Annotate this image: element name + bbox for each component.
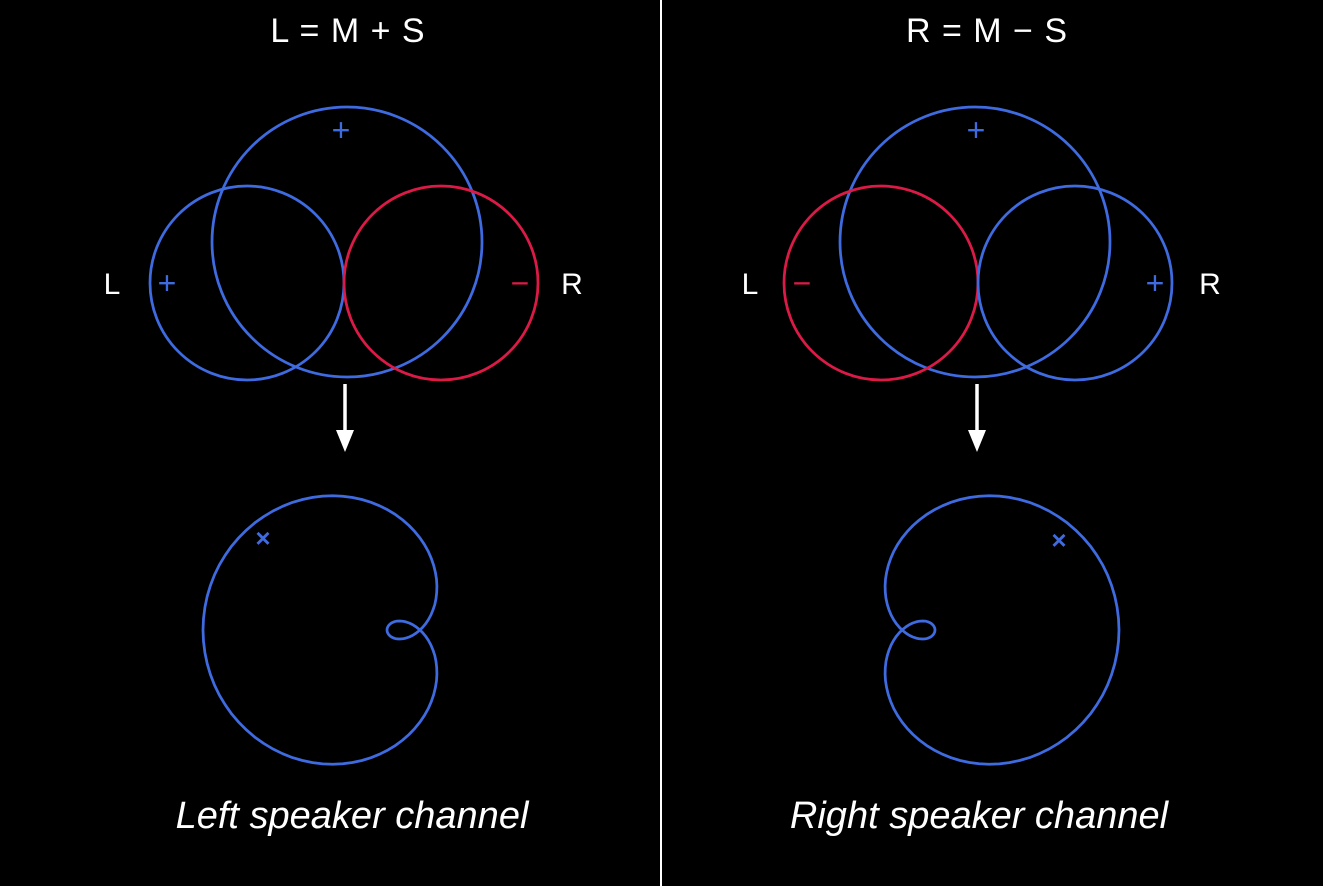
right-channel-label: R xyxy=(1199,268,1221,301)
right-lobe-polarity-sign: − xyxy=(511,265,530,301)
mid-polarity-sign: + xyxy=(332,112,351,148)
mid-pattern-circle xyxy=(838,105,1112,379)
down-arrow-icon xyxy=(968,384,986,452)
left-channel-figure: L = M + S + + − L R × Left speaker chann… xyxy=(104,12,583,837)
left-lobe-polarity-sign: + xyxy=(158,265,177,301)
left-lobe-polarity-sign: − xyxy=(793,265,812,301)
mid-pattern-circle xyxy=(210,105,484,379)
formula-title: R = M − S xyxy=(906,12,1068,50)
panel-caption: Right speaker channel xyxy=(790,795,1170,837)
side-lobe-right-circle xyxy=(976,184,1174,382)
left-channel-label: L xyxy=(104,268,121,301)
right-channel-panel: R = M − S + − + L R × Right speaker chan… xyxy=(662,0,1323,886)
down-arrow-head xyxy=(336,430,354,452)
left-channel-label: L xyxy=(742,268,759,301)
mic-position-marker: × xyxy=(255,523,270,553)
right-channel-figure: R = M − S + − + L R × Right speaker chan… xyxy=(742,12,1221,837)
result-polar-pattern-curve xyxy=(883,494,1121,766)
formula-title: L = M + S xyxy=(270,12,425,50)
down-arrow-head xyxy=(968,430,986,452)
side-lobe-right-circle xyxy=(342,184,540,382)
left-channel-panel: L = M + S + + − L R × Left speaker chann… xyxy=(0,0,661,886)
side-lobe-left-circle xyxy=(782,184,980,382)
mid-polarity-sign: + xyxy=(967,112,986,148)
panel-divider-line xyxy=(660,0,662,886)
right-channel-label: R xyxy=(561,268,583,301)
panel-caption: Left speaker channel xyxy=(176,795,530,837)
right-lobe-polarity-sign: + xyxy=(1146,265,1165,301)
down-arrow-icon xyxy=(336,384,354,452)
side-lobe-left-circle xyxy=(148,184,346,382)
result-polar-pattern-curve xyxy=(201,494,439,766)
mic-position-marker: × xyxy=(1051,525,1066,555)
